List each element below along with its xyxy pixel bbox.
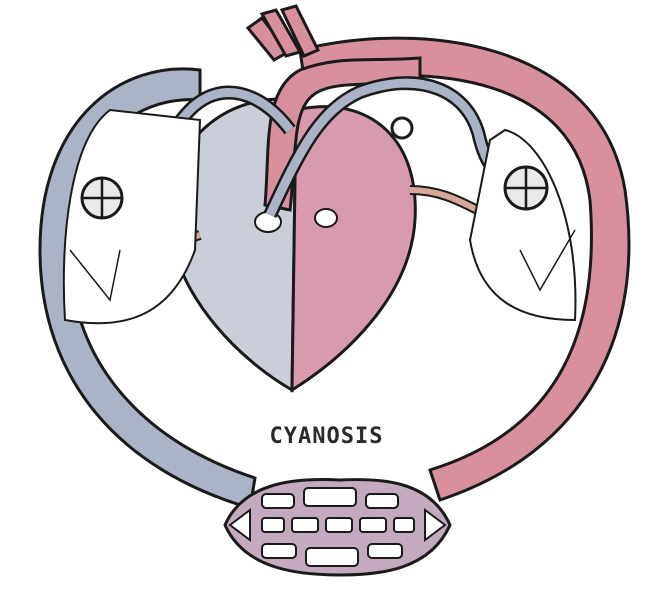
right-lung	[470, 130, 575, 320]
systemic-capillary-bed	[225, 480, 450, 575]
diagram-caption: CYANOSIS	[0, 424, 653, 449]
heart-auricle	[392, 118, 412, 138]
aortic-branches	[248, 6, 318, 60]
heart-valve-right	[315, 209, 337, 227]
